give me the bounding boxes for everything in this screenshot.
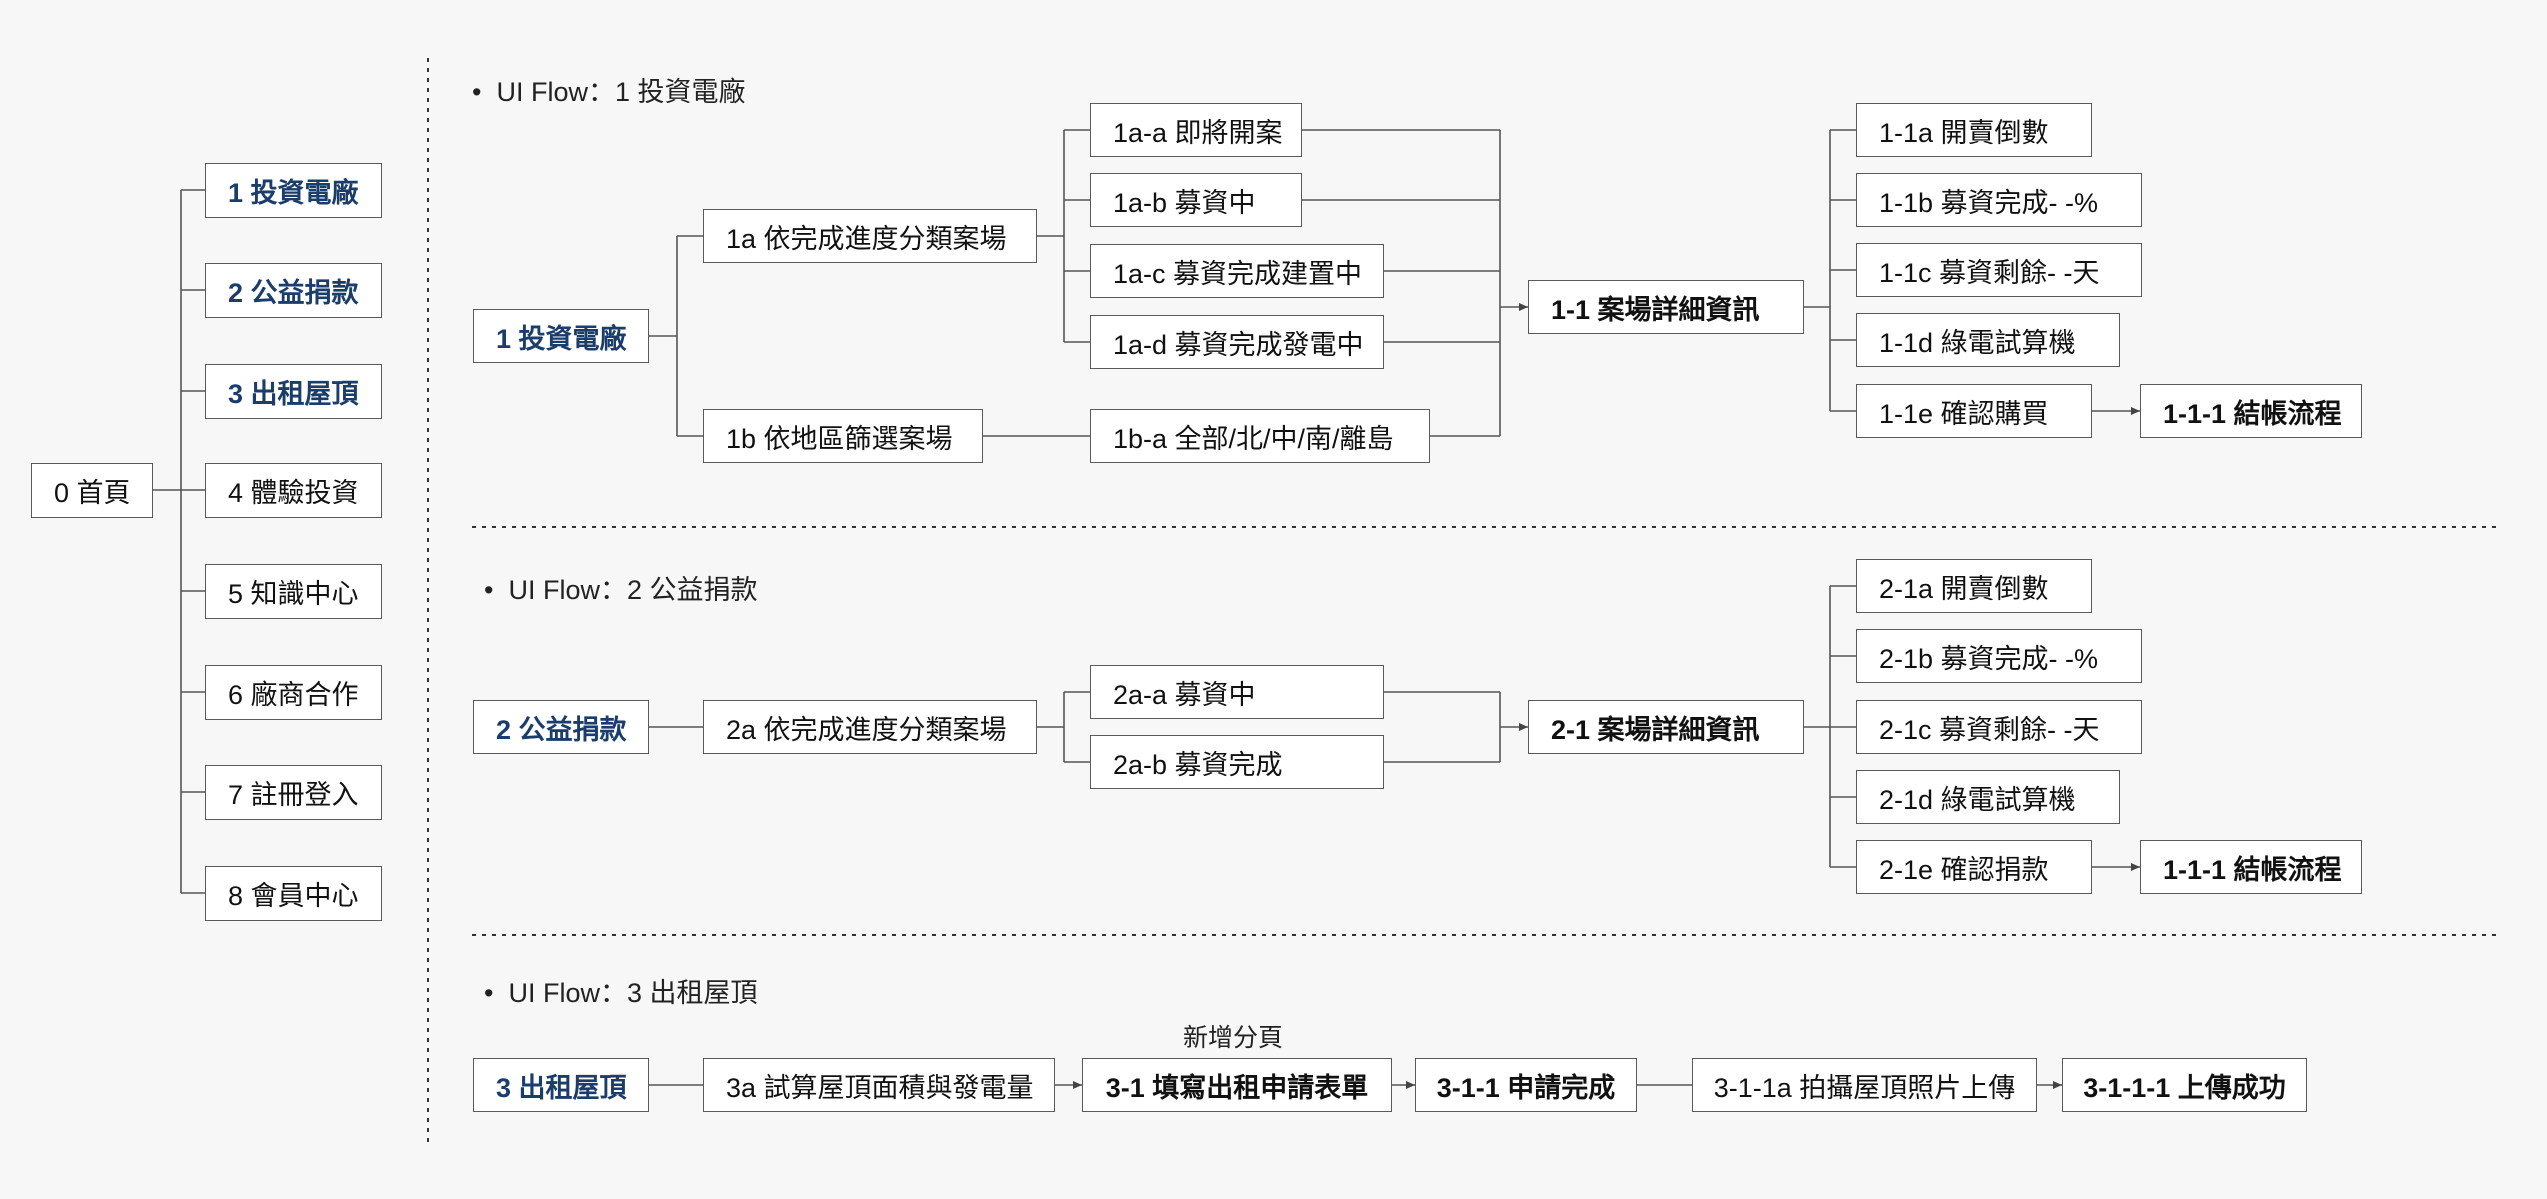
flow2-feature-3: 2-1c 募資剩餘- -天 bbox=[1856, 700, 2142, 754]
flow1-feature-3: 1-1c 募資剩餘- -天 bbox=[1856, 243, 2142, 297]
flow1-step-1a-c: 1a-c 募資完成建置中 bbox=[1090, 244, 1384, 298]
flow3-heading: • UI Flow：3 出租屋頂 bbox=[484, 978, 758, 1008]
sitemap-item-member: 8 會員中心 bbox=[205, 866, 382, 921]
flow2-feature-2: 2-1b 募資完成- -% bbox=[1856, 629, 2142, 683]
flow2-heading-text: UI Flow：2 公益捐款 bbox=[508, 575, 758, 605]
flow2-feature-1: 2-1a 開賣倒數 bbox=[1856, 559, 2092, 613]
sitemap-item-trial: 4 體驗投資 bbox=[205, 463, 382, 518]
flow2-feature-4: 2-1d 綠電試算機 bbox=[1856, 770, 2120, 824]
flow3-step-3a: 3a 試算屋頂面積與發電量 bbox=[703, 1058, 1055, 1112]
flow2-start: 2 公益捐款 bbox=[473, 700, 649, 754]
flow1-feature-5: 1-1e 確認購買 bbox=[1856, 384, 2092, 438]
flow2-heading: • UI Flow：2 公益捐款 bbox=[484, 575, 758, 605]
flow2-step-2a-b: 2a-b 募資完成 bbox=[1090, 735, 1384, 789]
flow3-step-3-1-1a: 3-1-1a 拍攝屋頂照片上傳 bbox=[1692, 1058, 2037, 1112]
flow3-step-3-1: 3-1 填寫出租申請表單 bbox=[1082, 1058, 1392, 1112]
flow1-step-1a-a: 1a-a 即將開案 bbox=[1090, 103, 1302, 157]
sitemap-root-home: 0 首頁 bbox=[31, 463, 153, 518]
flow1-step-1a-b: 1a-b 募資中 bbox=[1090, 173, 1302, 227]
sitemap-item-donate: 2 公益捐款 bbox=[205, 263, 382, 318]
sitemap-item-partner: 6 廠商合作 bbox=[205, 665, 382, 720]
flow3-step-start: 3 出租屋頂 bbox=[473, 1058, 649, 1112]
flow1-checkout: 1-1-1 結帳流程 bbox=[2140, 384, 2362, 438]
flow1-feature-2: 1-1b 募資完成- -% bbox=[1856, 173, 2142, 227]
new-page-note: 新增分頁 bbox=[1183, 1024, 1284, 1052]
sitemap-item-rent-roof: 3 出租屋頂 bbox=[205, 364, 382, 419]
flow2-feature-5: 2-1e 確認捐款 bbox=[1856, 840, 2092, 894]
sitemap-item-login: 7 註冊登入 bbox=[205, 765, 382, 820]
flow1-start: 1 投資電廠 bbox=[473, 309, 649, 363]
flow3-step-3-1-1: 3-1-1 申請完成 bbox=[1415, 1058, 1637, 1112]
flow2-checkout: 1-1-1 結帳流程 bbox=[2140, 840, 2362, 894]
sitemap-item-knowledge: 5 知識中心 bbox=[205, 564, 382, 619]
flow1-feature-1: 1-1a 開賣倒數 bbox=[1856, 103, 2092, 157]
flow1-detail: 1-1 案場詳細資訊 bbox=[1528, 280, 1804, 334]
flow2-detail: 2-1 案場詳細資訊 bbox=[1528, 700, 1804, 754]
flow1-step-1b: 1b 依地區篩選案場 bbox=[703, 409, 983, 463]
flow1-step-1b-a: 1b-a 全部/北/中/南/離島 bbox=[1090, 409, 1430, 463]
flow1-heading: • UI Flow：1 投資電廠 bbox=[472, 77, 746, 107]
flow1-step-1a: 1a 依完成進度分類案場 bbox=[703, 209, 1037, 263]
flow1-feature-4: 1-1d 綠電試算機 bbox=[1856, 313, 2120, 367]
flow1-step-1a-d: 1a-d 募資完成發電中 bbox=[1090, 315, 1384, 369]
flow1-heading-text: UI Flow：1 投資電廠 bbox=[496, 77, 746, 107]
flow3-step-3-1-1-1: 3-1-1-1 上傳成功 bbox=[2062, 1058, 2307, 1112]
flow3-heading-text: UI Flow：3 出租屋頂 bbox=[508, 978, 758, 1008]
sitemap-item-invest: 1 投資電廠 bbox=[205, 163, 382, 218]
flow2-step-2a-a: 2a-a 募資中 bbox=[1090, 665, 1384, 719]
flow2-step-2a: 2a 依完成進度分類案場 bbox=[703, 700, 1037, 754]
